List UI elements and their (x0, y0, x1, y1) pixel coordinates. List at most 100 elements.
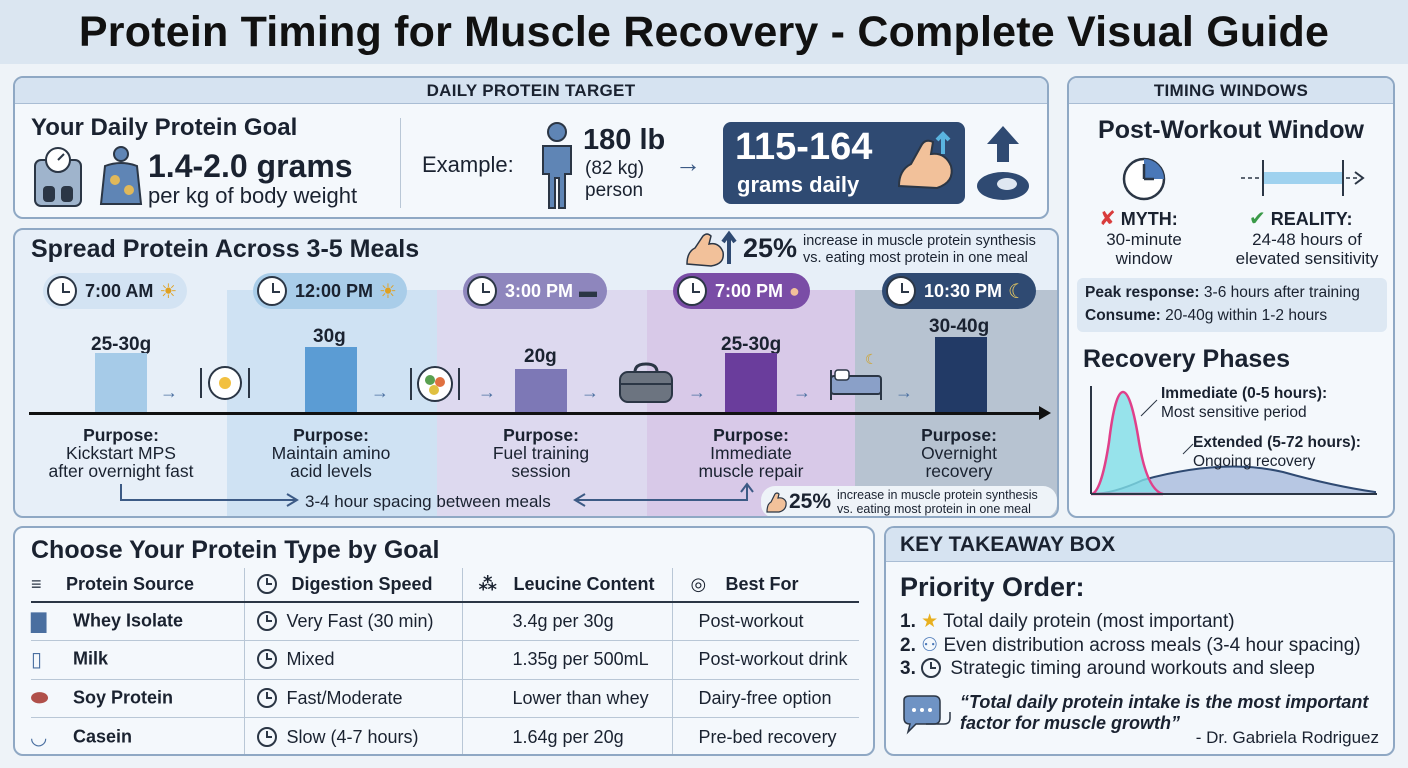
weight-lb: 180 lb (583, 124, 666, 156)
clock-icon (921, 658, 942, 678)
cell-leucine: Lower than whey (461, 679, 672, 718)
steak-up-icon (977, 126, 1029, 200)
dumbbell-icon: ▬ (579, 280, 598, 301)
meals-title: Spread Protein Across 3-5 Meals (31, 235, 420, 263)
priority-title: Priority Order: (900, 572, 1085, 602)
amount-label-3: 20g (524, 346, 557, 367)
amount-label-1: 25-30g (91, 334, 152, 355)
cell-source: ▇Whey Isolate (31, 602, 244, 641)
arrow-icon: → (688, 382, 706, 402)
purpose-line: Kickstart MPS (66, 443, 176, 463)
consume-label: Consume: (1085, 307, 1161, 324)
synth-line1: increase in muscle protein synthesis (803, 233, 1036, 249)
clock-icon (677, 276, 707, 306)
purpose-label: Purpose: (921, 425, 997, 445)
check-icon: ✔ (1249, 208, 1266, 230)
myth-l2: window (1115, 249, 1173, 268)
quote-line: factor for muscle growth” (960, 713, 1181, 733)
purpose-line: recovery (925, 461, 993, 481)
spacing-label: 3-4 hour spacing between meals (305, 492, 551, 511)
soy-icon: ⬬ (31, 686, 49, 709)
quote-text: “Total daily protein intake is the most … (960, 692, 1368, 734)
purpose-4: Purpose: Immediate muscle repair (653, 426, 849, 480)
divider (400, 118, 401, 208)
clock-icon (256, 687, 277, 708)
moon-icon: ☾ (1008, 280, 1026, 303)
phases-title: Recovery Phases (1083, 345, 1291, 373)
cell-leucine: 3.4g per 30g (461, 602, 672, 641)
time-pill-2: 12:00 PM ☀ (253, 273, 407, 309)
priority-num: 2. (900, 635, 916, 656)
arrow-icon: → (895, 382, 913, 402)
star-icon: ★ (921, 611, 939, 632)
synth-line2-small: vs. eating most protein in one meal (837, 502, 1031, 516)
synth-line1-small: increase in muscle protein synthesis (837, 488, 1038, 502)
time-label: 3:00 PM (505, 280, 574, 301)
extended-label: Extended (5-72 hours): (1193, 434, 1361, 451)
purpose-label: Purpose: (293, 425, 369, 445)
goal-unit: per kg of body weight (148, 183, 358, 208)
myth-row: ✘ MYTH: (1099, 206, 1178, 231)
spacing-bracket (120, 482, 754, 507)
time-pill-1: 7:00 AM ☀ (43, 273, 188, 309)
amount-label-5: 30-40g (929, 316, 990, 337)
time-pill-3: 3:00 PM ▬ (463, 273, 608, 309)
synth-pct: 25% (743, 233, 798, 263)
meals-panel: Spread Protein Across 3-5 Meals 25% incr… (13, 228, 1059, 518)
arrow-icon: → (581, 382, 599, 402)
takeaway-header: KEY TAKEAWAY BOX (886, 528, 1393, 562)
header-label: Protein Source (66, 573, 195, 594)
flexed-arm-icon (897, 131, 953, 190)
people-icon: ⚇ (921, 635, 939, 656)
speech-bubbles-icon (903, 695, 951, 735)
purpose-line: Immediate (710, 443, 792, 463)
person-icon (542, 122, 572, 209)
flex-icon: ● (789, 280, 800, 301)
person-label: person (585, 180, 644, 201)
cell-leucine: 1.35g per 500mL (461, 640, 672, 680)
purpose-line: session (511, 461, 571, 481)
result-range: 115-164 (735, 126, 873, 168)
molecule-icon: ⁂ (478, 574, 497, 595)
cell-digestion: Slow (4-7 hours) (243, 717, 462, 754)
purpose-3: Purpose: Fuel training session (443, 426, 639, 480)
time-label: 7:00 PM (715, 280, 784, 301)
bed-icon: ☾ (830, 351, 882, 400)
stopwatch-icon (256, 574, 277, 594)
col-header-digestion: Digestion Speed (243, 568, 462, 603)
protein-table-title: Choose Your Protein Type by Goal (31, 536, 440, 564)
salad-plate-icon (410, 366, 460, 402)
reality-row: ✔ REALITY: (1249, 206, 1352, 231)
priority-item-2: 2. ⚇ Even distribution across meals (3-4… (900, 634, 1361, 657)
arrow-icon: → (793, 382, 811, 402)
protein-table: ≡ Protein Source Digestion Speed ⁂ Leuci… (31, 568, 859, 754)
quote-author: - Dr. Gabriela Rodriguez (1195, 728, 1379, 747)
clock-icon (47, 276, 77, 306)
page-title: Protein Timing for Muscle Recovery - Com… (78, 7, 1330, 56)
cross-icon: ✘ (1099, 208, 1116, 230)
arrow-right-icon: → (675, 148, 701, 178)
clock-icon (1122, 157, 1166, 201)
priority-item-3: 3. Strategic timing around workouts and … (900, 658, 1315, 680)
purpose-label: Purpose: (503, 425, 579, 445)
goal-title: Your Daily Protein Goal (31, 114, 298, 141)
purpose-line: acid levels (290, 461, 372, 481)
bar-4 (725, 353, 777, 412)
purpose-2: Purpose: Maintain amino acid levels (233, 426, 429, 480)
time-pill-5: 10:30 PM ☾ (882, 273, 1036, 309)
post-workout-title: Post-Workout Window (1098, 116, 1364, 144)
result-unit: grams daily (737, 172, 860, 197)
peak-label: Peak response: (1085, 284, 1200, 301)
peak-value: 3-6 hours after training (1203, 284, 1360, 301)
cell-best-for: Post-workout drink (671, 640, 859, 680)
priority-text: Total daily protein (most important) (943, 611, 1235, 632)
col-header-source: ≡ Protein Source (31, 568, 244, 603)
amount-label-2: 30g (313, 326, 346, 347)
priority-num: 1. (900, 611, 916, 632)
cell-leucine: 1.64g per 20g (461, 717, 672, 754)
peak-row: Peak response: 3-6 hours after training (1085, 284, 1360, 302)
clock-icon (467, 276, 497, 306)
synth-line2: vs. eating most protein in one meal (803, 250, 1028, 266)
arm-icon (766, 492, 787, 513)
header-label: Leucine Content (513, 573, 655, 594)
